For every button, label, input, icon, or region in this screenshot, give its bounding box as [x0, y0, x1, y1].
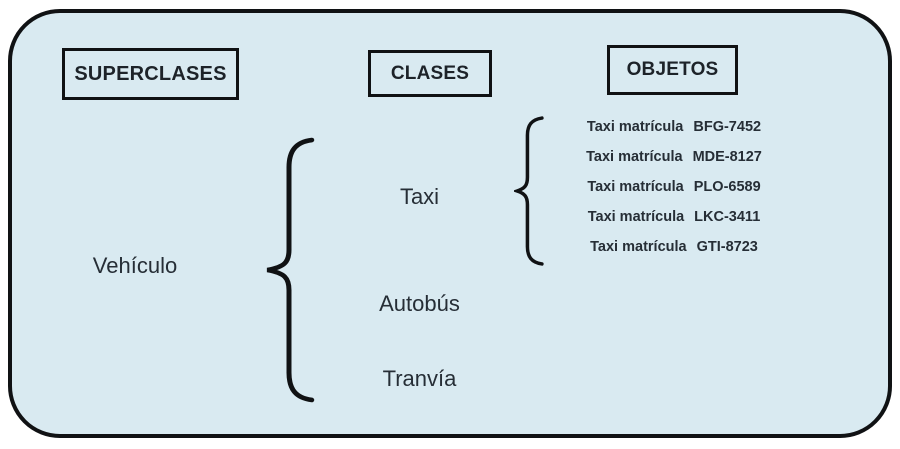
header-superclases-label: SUPERCLASES — [74, 62, 227, 85]
object-plate: GTI-8723 — [696, 239, 758, 255]
object-label: Taxi matrícula — [590, 239, 687, 255]
object-label: Taxi matrícula — [587, 209, 685, 225]
class-autobus: Autobús — [379, 291, 460, 316]
object-row: Taxi matrícula GTI-8723 — [556, 232, 792, 262]
class-taxi: Taxi — [399, 184, 440, 209]
object-row: Taxi matrícula MDE-8127 — [556, 142, 792, 172]
class-tranvia: Tranvía — [382, 366, 457, 391]
curly-brace-icon — [514, 116, 544, 266]
object-row: Taxi matrícula LKC-3411 — [556, 202, 792, 232]
curly-brace-icon — [266, 137, 315, 403]
objects-list: Taxi matrícula BFG-7452 Taxi matrícula M… — [556, 112, 792, 262]
header-objetos-label: OBJETOS — [626, 59, 719, 80]
object-plate: MDE-8127 — [692, 149, 762, 165]
superclass-vehiculo: Vehículo — [92, 253, 178, 278]
header-superclases: SUPERCLASES — [62, 48, 239, 100]
object-row: Taxi matrícula PLO-6589 — [556, 172, 792, 202]
object-plate: PLO-6589 — [693, 179, 761, 195]
object-plate: LKC-3411 — [694, 209, 761, 225]
header-clases-label: CLASES — [390, 62, 470, 84]
object-label: Taxi matrícula — [587, 179, 684, 195]
object-label: Taxi matrícula — [586, 149, 683, 165]
object-plate: BFG-7452 — [693, 119, 762, 135]
object-label: Taxi matrícula — [586, 119, 684, 135]
header-clases: CLASES — [368, 50, 492, 97]
header-objetos: OBJETOS — [607, 45, 738, 95]
object-row: Taxi matrícula BFG-7452 — [556, 112, 792, 142]
